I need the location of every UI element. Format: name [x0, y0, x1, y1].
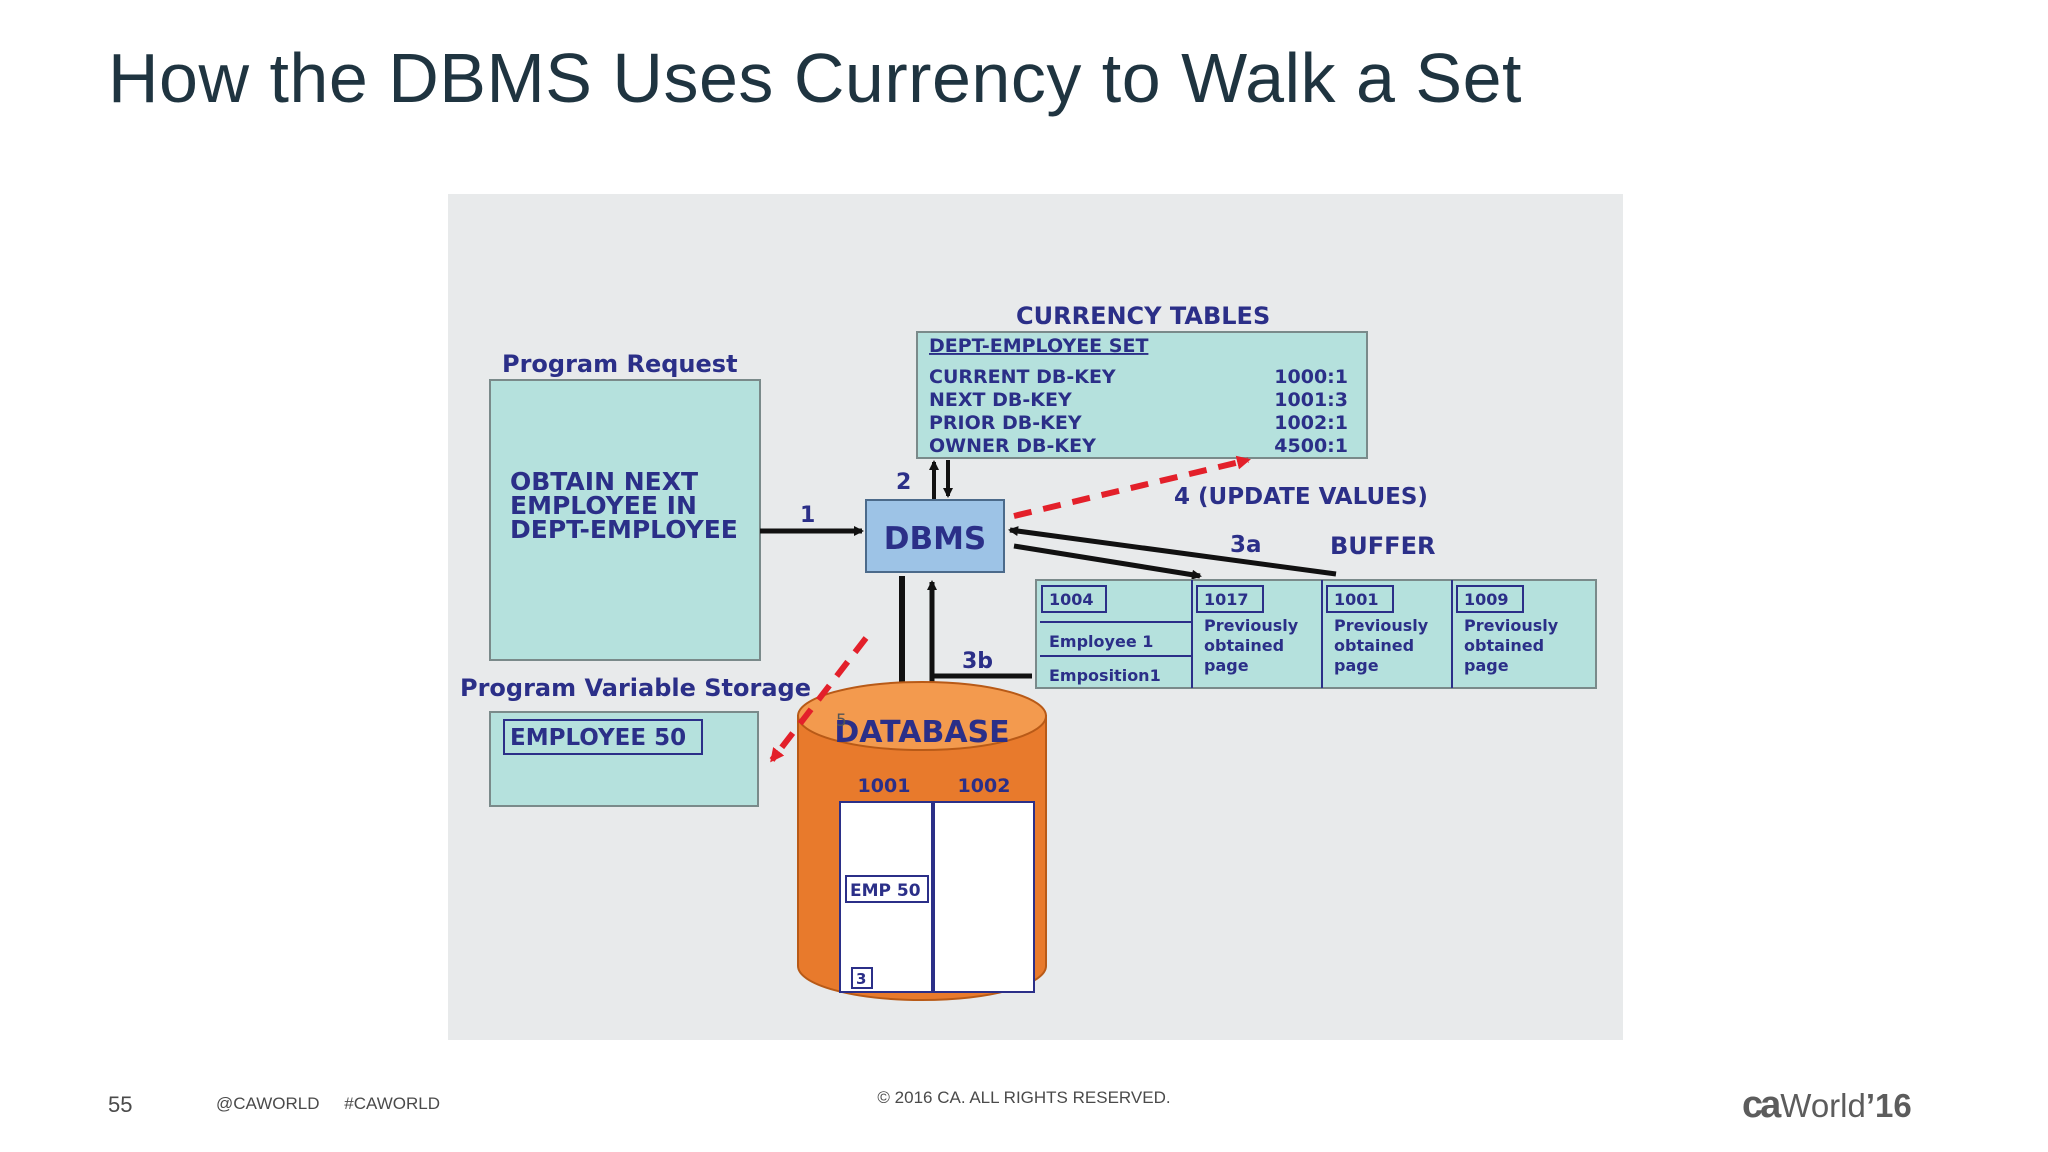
database-page-1001: [839, 801, 933, 993]
currency-value: 1002:1: [1274, 412, 1348, 434]
step-4-label: 4 (UPDATE VALUES): [1174, 484, 1428, 510]
record-index: 3: [856, 970, 866, 988]
currency-key: CURRENT DB-KEY: [929, 366, 1116, 388]
arrow-step-5-return: [769, 636, 869, 763]
currency-set-name: DEPT-EMPLOYEE SET: [929, 335, 1148, 357]
currency-table-box: [916, 331, 1368, 459]
logo-world: World: [1780, 1087, 1866, 1124]
currency-key: PRIOR DB-KEY: [929, 412, 1082, 434]
currency-diagram: Program Request OBTAIN NEXT EMPLOYEE IN …: [448, 194, 1623, 1040]
ca-world-logo: caWorld’16: [1742, 1084, 1912, 1127]
buffer: 1004 Employee 1 Emposition1 1017 Previou…: [1035, 579, 1597, 689]
logo-ca: ca: [1742, 1084, 1781, 1126]
step-1-label: 1: [800, 503, 815, 528]
dbms-box: [865, 499, 1005, 573]
currency-value: 1000:1: [1274, 366, 1348, 388]
database-cylinder: DATABASE 1001 1002 EMP 50 3: [797, 681, 1047, 1001]
buffer-page-text: obtained: [1334, 636, 1414, 655]
buffer-record: Employee 1: [1049, 632, 1153, 651]
buffer-page-text: obtained: [1464, 636, 1544, 655]
program-request-heading: Program Request: [502, 350, 738, 378]
buffer-page-text: Previously: [1464, 616, 1559, 635]
buffer-page-text: page: [1464, 656, 1509, 675]
buffer-page-id: 1004: [1049, 590, 1094, 609]
buffer-record: Emposition1: [1049, 666, 1161, 685]
logo-year: ’16: [1865, 1087, 1912, 1124]
step-5-label: 5: [836, 711, 847, 731]
buffer-page-id-box: [1456, 585, 1524, 613]
program-request-line-3: DEPT-EMPLOYEE: [510, 515, 738, 544]
buffer-page-text: Previously: [1334, 616, 1429, 635]
arrow-step-3a-in: [1008, 526, 1337, 577]
step-2-label: 2: [896, 470, 911, 495]
buffer-heading: BUFFER: [1330, 532, 1435, 560]
social-handle: @CAWORLD: [216, 1094, 320, 1113]
program-variable-storage-box: [489, 711, 759, 807]
step-3b-label: 3b: [962, 649, 993, 674]
copyright-notice: © 2016 CA. ALL RIGHTS RESERVED.: [877, 1088, 1171, 1107]
record-index-box: [851, 967, 873, 989]
currency-rows: CURRENT DB-KEY 1000:1 NEXT DB-KEY 1001:3…: [929, 366, 1348, 457]
buffer-page-text: page: [1334, 656, 1379, 675]
database-page-1002: [933, 801, 1035, 993]
arrow-step-4-update: [1013, 455, 1251, 519]
buffer-page-text: Previously: [1204, 616, 1299, 635]
currency-value: 4500:1: [1274, 435, 1348, 457]
database-page-label: 1001: [858, 775, 911, 797]
buffer-page-id-box: [1041, 585, 1107, 613]
slide-title: How the DBMS Uses Currency to Walk a Set: [108, 39, 1522, 117]
currency-key: OWNER DB-KEY: [929, 435, 1096, 457]
program-request-box: [489, 379, 761, 661]
currency-key: NEXT DB-KEY: [929, 389, 1072, 411]
buffer-page-id-box: [1196, 585, 1264, 613]
page-number: 55: [108, 1092, 133, 1117]
buffer-page-text: obtained: [1204, 636, 1284, 655]
dbms-label: DBMS: [884, 521, 987, 557]
program-request-line-1: OBTAIN NEXT: [510, 467, 698, 496]
step-3a-label: 3a: [1230, 532, 1262, 558]
database-page-label: 1002: [958, 775, 1011, 797]
buffer-page-id: 1001: [1334, 590, 1379, 609]
program-variable-storage-heading: Program Variable Storage: [460, 674, 811, 702]
emp50-record-box: [845, 875, 929, 903]
database-top: [797, 681, 1047, 751]
buffer-page-id-box: [1326, 585, 1394, 613]
emp50-record: EMP 50: [850, 881, 921, 901]
currency-tables-heading: CURRENCY TABLES: [1016, 302, 1270, 330]
arrow-step-3a-out: [1013, 543, 1202, 580]
social-handles: @CAWORLD #CAWORLD: [216, 1094, 460, 1114]
buffer-box: [1035, 579, 1597, 689]
employee-value-box: [503, 719, 703, 755]
diagram-canvas: Program Request OBTAIN NEXT EMPLOYEE IN …: [460, 302, 1597, 1001]
buffer-page-text: page: [1204, 656, 1249, 675]
employee-value: EMPLOYEE 50: [510, 725, 686, 751]
database-label: DATABASE: [834, 715, 1009, 750]
buffer-page-id: 1009: [1464, 590, 1509, 609]
social-hashtag: #CAWORLD: [344, 1094, 440, 1113]
buffer-page-id: 1017: [1204, 590, 1249, 609]
currency-value: 1001:3: [1274, 389, 1348, 411]
program-request-line-2: EMPLOYEE IN: [510, 491, 697, 520]
